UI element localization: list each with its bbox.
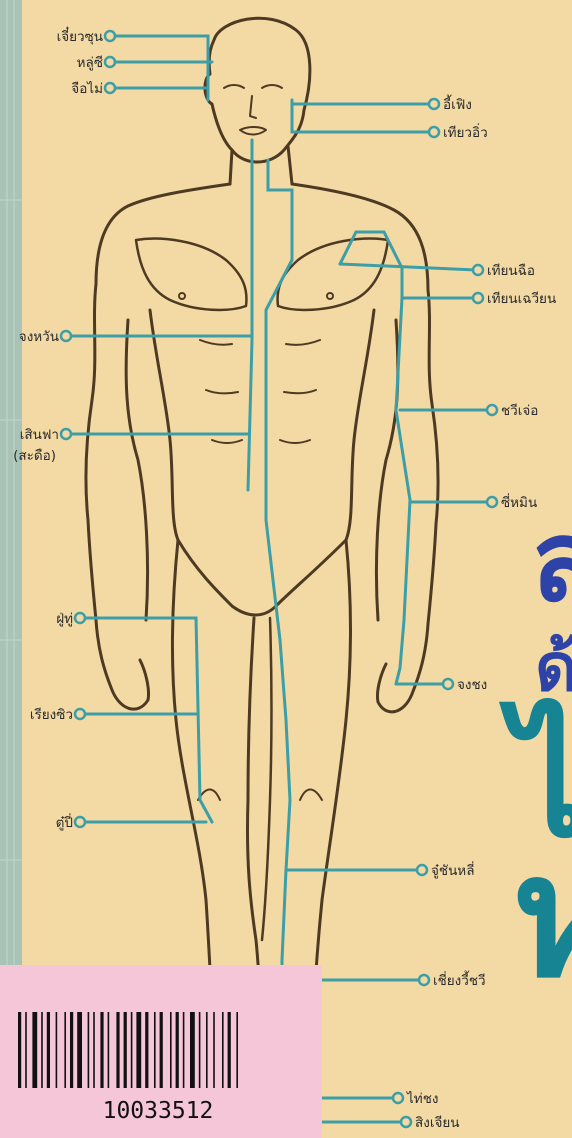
- barcode-sticker: 10033512: [0, 965, 322, 1138]
- label-dubi: ตู๋ปี่: [56, 813, 73, 831]
- label-liangqiu: เรียงซิว: [30, 707, 73, 723]
- label-tianchi: เทียนฉือ: [487, 263, 535, 279]
- barcode-bar: [32, 1012, 37, 1088]
- barcode-bar: [160, 1012, 163, 1088]
- barcode-area: [14, 1010, 304, 1088]
- title-fragment-4: ห: [512, 818, 572, 1016]
- barcode-bar: [56, 1012, 58, 1088]
- label-shenque: เสินฟา: [20, 427, 59, 443]
- label-xiangyuqu: เชี่ยงวี้ชวี: [433, 970, 486, 989]
- label-navel-note: (สะดือ): [13, 448, 56, 464]
- title-fragment-1: สุ: [532, 497, 572, 632]
- barcode-bar: [145, 1012, 148, 1088]
- label-luxi: หลู่ซี: [77, 55, 103, 71]
- barcode-bar: [77, 1012, 82, 1088]
- barcode-bar: [100, 1012, 103, 1088]
- barcode-bar: [64, 1012, 66, 1088]
- barcode-bar: [70, 1012, 73, 1088]
- barcode-bar: [41, 1012, 43, 1088]
- barcode-bar: [222, 1012, 224, 1088]
- barcode-bar: [170, 1012, 172, 1088]
- label-zusanli: จู๋ชันหลี่: [431, 861, 474, 879]
- label-ximen: ซี่หมิน: [501, 493, 537, 511]
- barcode-bar: [154, 1012, 156, 1088]
- title-fragment-2: ด้ว: [535, 629, 572, 706]
- barcode-bar: [108, 1012, 110, 1088]
- barcode-bar: [131, 1012, 133, 1088]
- label-zhongwan: จงหวัน: [19, 329, 59, 345]
- label-yifeng: อี้เฟิง: [443, 94, 472, 113]
- barcode-bar: [176, 1012, 179, 1088]
- label-tianquan: เทียนเฉวียน: [487, 291, 556, 307]
- barcode-bar: [228, 1012, 231, 1088]
- barcode-bar: [88, 1012, 90, 1088]
- barcode-number: 10033512: [103, 1098, 214, 1124]
- barcode-bar: [199, 1012, 201, 1088]
- label-xingjian: สิงเจียน: [415, 1115, 460, 1131]
- barcode-bar: [25, 1012, 27, 1088]
- label-zhongchong: จงชง: [457, 677, 487, 693]
- label-taichong: ไท่ชง: [406, 1091, 438, 1107]
- barcode-bar: [213, 1012, 215, 1088]
- label-quze: ชวีเจ่อ: [501, 403, 538, 419]
- barcode-bar: [124, 1012, 127, 1088]
- barcode-bar: [236, 1012, 238, 1088]
- barcode-bar: [183, 1012, 185, 1088]
- label-jiaosun: เจี๋ยวซุน: [57, 26, 103, 45]
- label-futu: ฝู่ทู่: [56, 611, 73, 627]
- barcode-bar: [116, 1012, 119, 1088]
- label-tiaoyou: เทียวอิ่ว: [443, 123, 488, 141]
- barcode-bar: [206, 1012, 208, 1088]
- barcode-bar: [93, 1012, 95, 1088]
- barcode-bar: [136, 1012, 141, 1088]
- barcode-bar: [190, 1012, 195, 1088]
- barcode-bar: [18, 1012, 21, 1088]
- label-zhimai: จือไม่: [71, 81, 103, 97]
- barcode-bar: [47, 1012, 50, 1088]
